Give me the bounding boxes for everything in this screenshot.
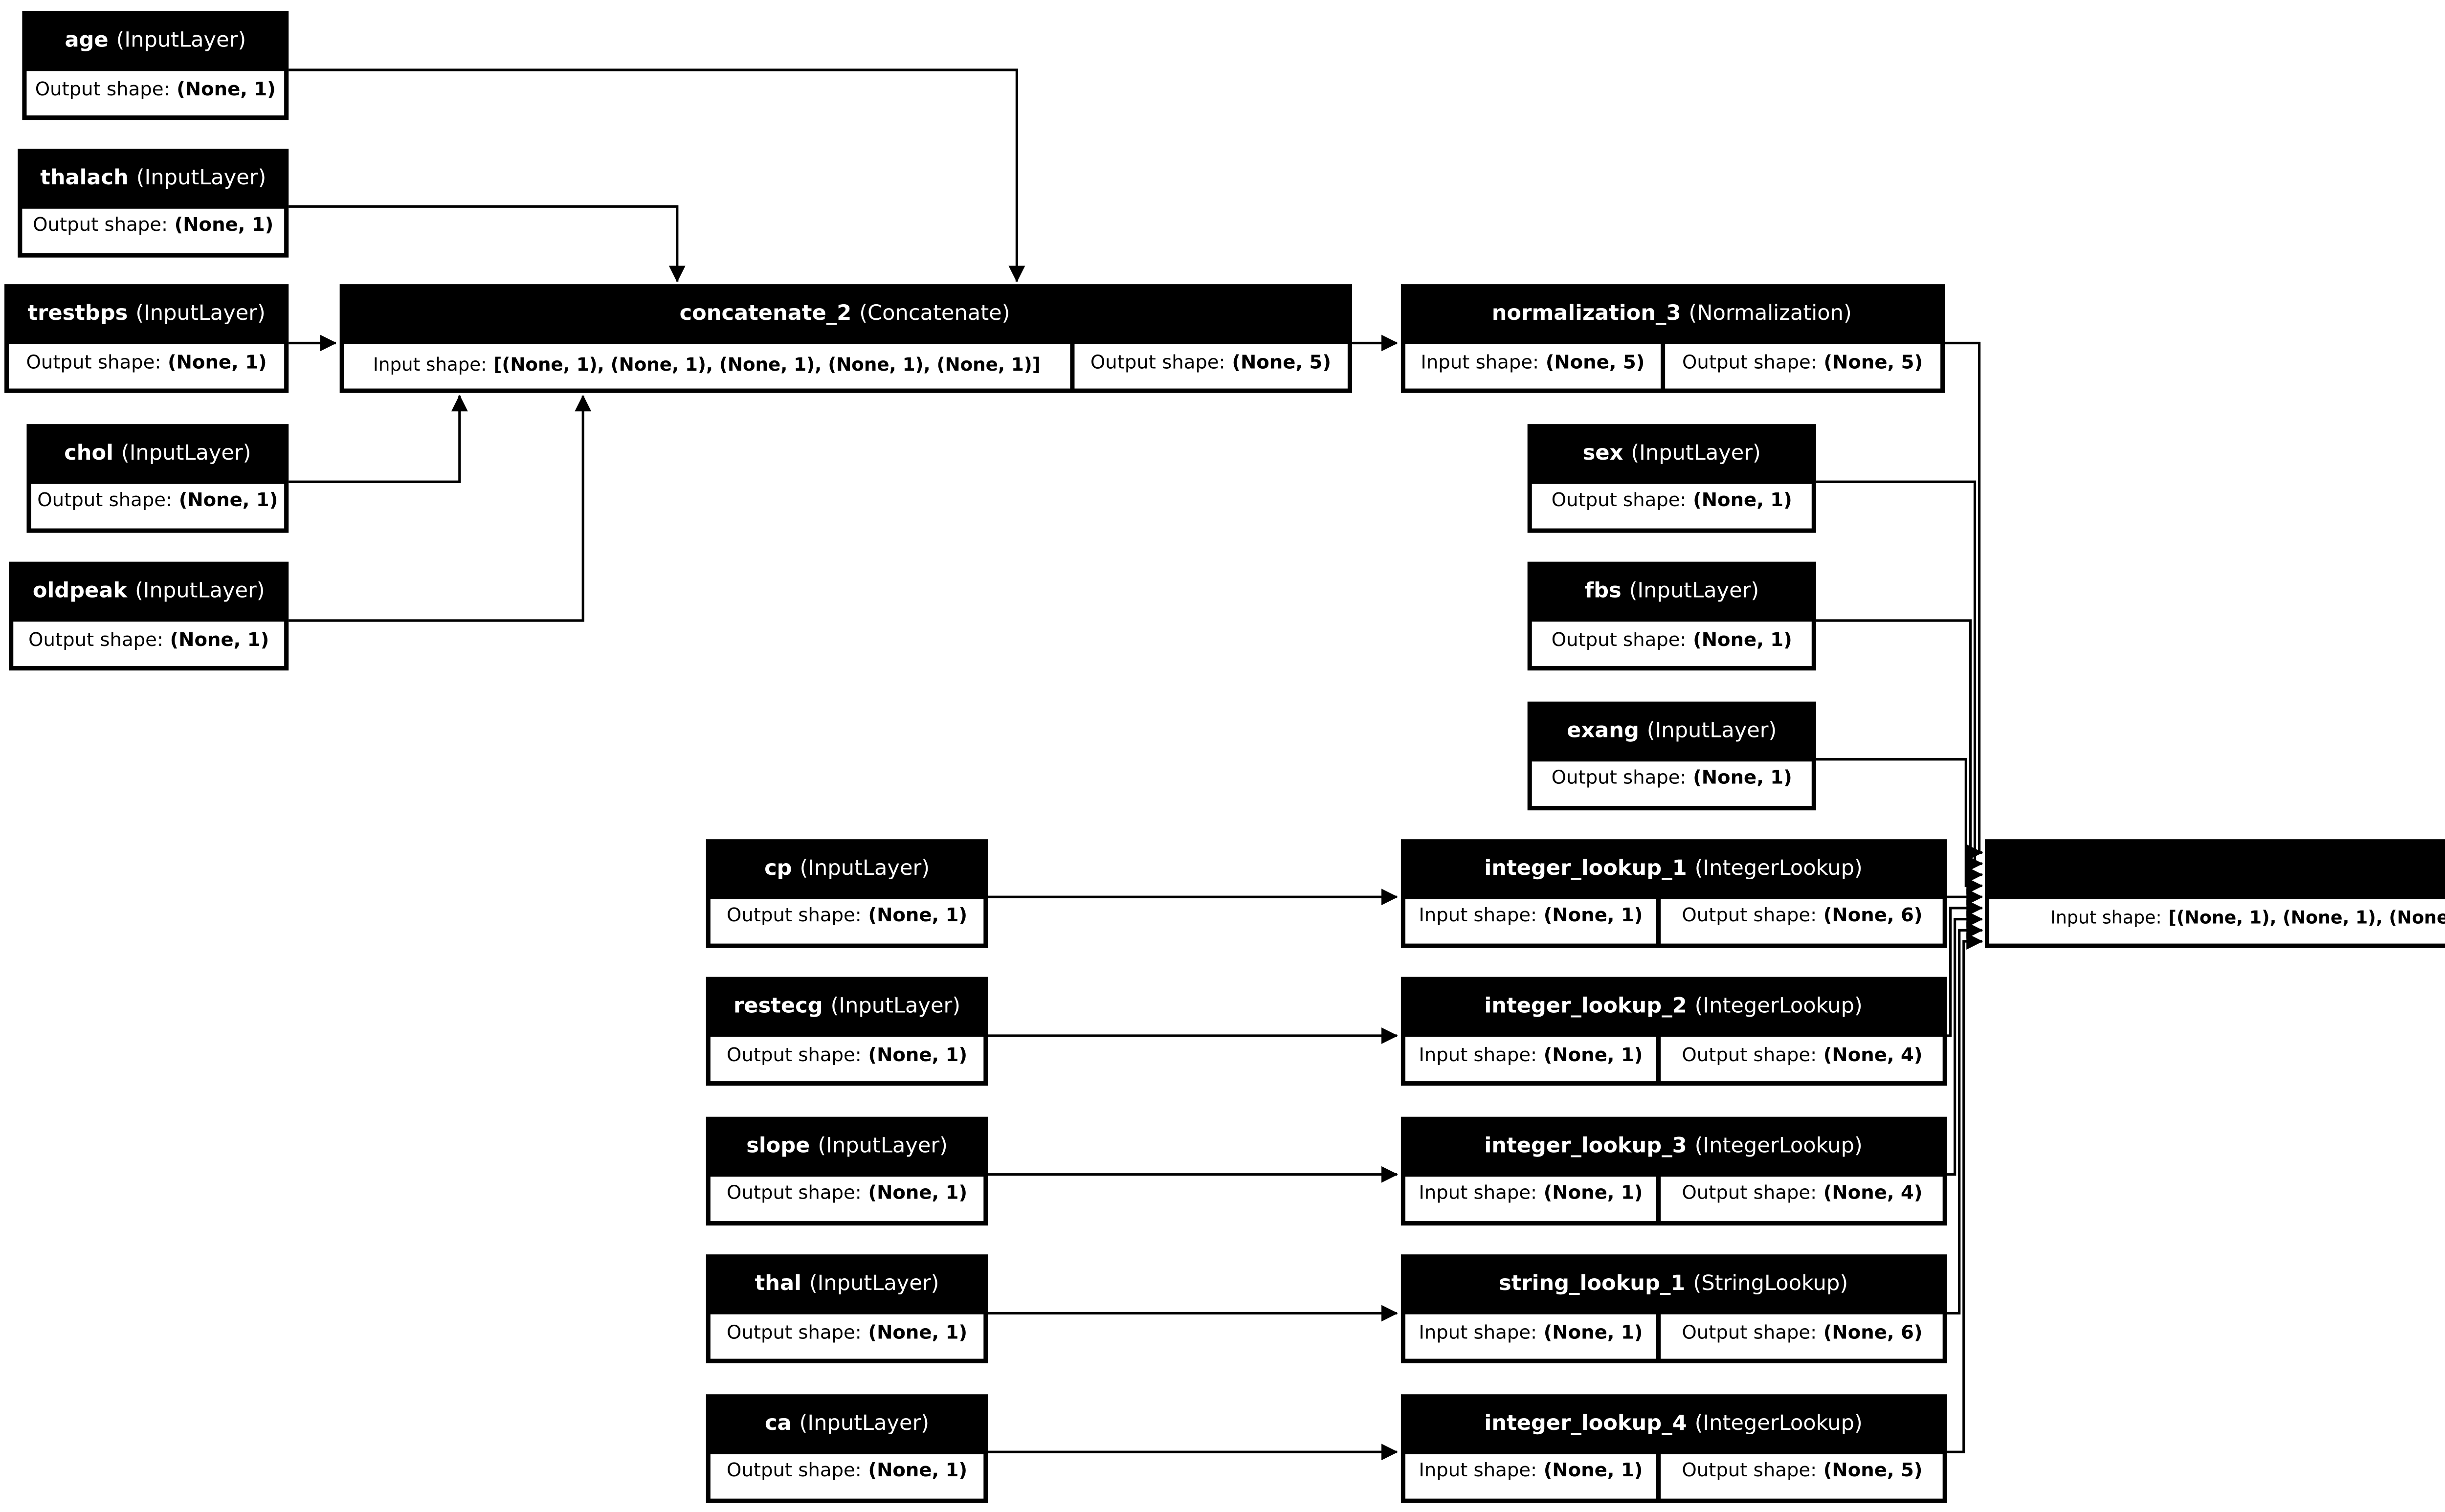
node-cp-output-shape-cell: Output shape:(None, 1) [710,898,984,943]
node-sex-output-shape-cell: Output shape:(None, 1) [1532,483,1812,528]
node-integer_lookup_3-title: integer_lookup_3(IntegerLookup) [1484,1133,1863,1158]
node-concatenate_2-output-shape-cell: Output shape:(None, 5) [1075,344,1347,389]
node-slope-title: slope(InputLayer) [746,1133,948,1158]
edge-thalach-to-concatenate_2 [289,205,686,283]
node-restecg-title: restecg(InputLayer) [734,995,961,1019]
node-concatenate_2-title: concatenate_2(Concatenate) [679,302,1010,327]
node-thal: thal(InputLayer) Output shape:(None, 1) [706,1254,988,1363]
node-thalach-output-shape-cell: Output shape:(None, 1) [22,207,285,252]
node-concatenate_3: concatenate_3(Concatenate) Input shape:[… [1984,838,2445,947]
node-integer_lookup_2-input-shape-cell: Input shape:(None, 1) [1404,1037,1658,1082]
node-chol-title: chol(InputLayer) [64,441,251,466]
node-fbs-output-shape-cell: Output shape:(None, 1) [1532,622,1812,667]
node-age-output-shape-cell: Output shape:(None, 1) [26,71,285,116]
node-exang: exang(InputLayer) Output shape:(None, 1) [1527,700,1816,809]
node-oldpeak-output-shape-cell: Output shape:(None, 1) [13,622,285,667]
node-thal-output-shape-cell: Output shape:(None, 1) [710,1314,984,1359]
edge-oldpeak-to-concatenate_2 [289,395,592,622]
node-string_lookup_1-output-shape-cell: Output shape:(None, 6) [1662,1314,1943,1359]
node-oldpeak: oldpeak(InputLayer) Output shape:(None, … [9,561,289,671]
edge-fbs-to-concatenate_3 [1816,619,1983,883]
node-fbs-title: fbs(InputLayer) [1584,579,1759,604]
node-exang-title: exang(InputLayer) [1567,718,1777,743]
node-normalization_3: normalization_3(Normalization) Input sha… [1400,284,1944,393]
node-cp: cp(InputLayer) Output shape:(None, 1) [706,838,988,947]
node-ca-output-shape-cell: Output shape:(None, 1) [710,1453,984,1498]
node-normalization_3-input-shape-cell: Input shape:(None, 5) [1404,344,1662,389]
node-integer_lookup_1-input-shape-cell: Input shape:(None, 1) [1404,898,1658,943]
node-sex-title: sex(InputLayer) [1582,441,1761,466]
node-concatenate_3-title: concatenate_3(Concatenate) [1985,838,2445,898]
node-concatenate_2: concatenate_2(Concatenate) Input shape:[… [338,284,1351,393]
node-integer_lookup_1: integer_lookup_1(IntegerLookup) Input sh… [1400,838,1947,947]
edge-sex-to-concatenate_3 [1816,480,1983,872]
edge-integer_lookup_3-to-concatenate_3 [1947,911,1983,1176]
node-thal-title: thal(InputLayer) [755,1272,939,1297]
edge-normalization_3-to-concatenate_3 [1943,341,1983,861]
node-trestbps-output-shape-cell: Output shape:(None, 1) [9,344,285,389]
node-integer_lookup_1-output-shape-cell: Output shape:(None, 6) [1662,898,1943,943]
node-ca-title: ca(InputLayer) [764,1411,930,1436]
node-concatenate_3-input-shape-cell: Input shape:[(None, 1), (None, 1), (None… [1989,898,2445,943]
node-integer_lookup_3-output-shape-cell: Output shape:(None, 4) [1662,1176,1943,1220]
node-fbs: fbs(InputLayer) Output shape:(None, 1) [1527,561,1816,671]
node-ca: ca(InputLayer) Output shape:(None, 1) [706,1393,988,1502]
node-integer_lookup_2-output-shape-cell: Output shape:(None, 4) [1662,1037,1943,1082]
node-concatenate_2-input-shape-cell: Input shape:[(None, 1), (None, 1), (None… [343,344,1071,389]
node-string_lookup_1: string_lookup_1(StringLookup) Input shap… [1400,1254,1947,1363]
node-exang-output-shape-cell: Output shape:(None, 1) [1532,760,1812,805]
node-string_lookup_1-title: string_lookup_1(StringLookup) [1499,1272,1848,1297]
edge-chol-to-concatenate_2 [289,395,468,483]
node-chol: chol(InputLayer) Output shape:(None, 1) [26,422,289,532]
node-integer_lookup_2: integer_lookup_2(IntegerLookup) Input sh… [1400,977,1947,1086]
node-integer_lookup_4-input-shape-cell: Input shape:(None, 1) [1404,1453,1658,1498]
node-integer_lookup_4-output-shape-cell: Output shape:(None, 5) [1662,1453,1943,1498]
node-trestbps-title: trestbps(InputLayer) [27,302,266,327]
node-integer_lookup_4-title: integer_lookup_4(IntegerLookup) [1484,1411,1863,1436]
edge-integer_lookup_4-to-concatenate_3 [1947,933,1983,1453]
node-trestbps: trestbps(InputLayer) Output shape:(None,… [4,284,289,393]
node-normalization_3-title: normalization_3(Normalization) [1491,302,1852,327]
node-thalach: thalach(InputLayer) Output shape:(None, … [18,147,289,257]
edge-exang-to-concatenate_3 [1816,758,1983,894]
node-restecg-output-shape-cell: Output shape:(None, 1) [710,1037,984,1082]
edge-age-to-concatenate_2 [289,68,1025,283]
node-slope: slope(InputLayer) Output shape:(None, 1) [706,1115,988,1224]
node-restecg: restecg(InputLayer) Output shape:(None, … [706,977,988,1086]
node-slope-output-shape-cell: Output shape:(None, 1) [710,1176,984,1220]
edge-string_lookup_1-to-concatenate_3 [1947,922,1983,1315]
node-normalization_3-output-shape-cell: Output shape:(None, 5) [1666,344,1939,389]
node-chol-output-shape-cell: Output shape:(None, 1) [31,483,285,528]
node-integer_lookup_3: integer_lookup_3(IntegerLookup) Input sh… [1400,1115,1947,1224]
node-age-title: age(InputLayer) [65,29,246,53]
node-cp-title: cp(InputLayer) [764,856,930,881]
node-string_lookup_1-input-shape-cell: Input shape:(None, 1) [1404,1314,1658,1359]
node-integer_lookup_1-title: integer_lookup_1(IntegerLookup) [1484,856,1863,881]
node-integer_lookup_4: integer_lookup_4(IntegerLookup) Input sh… [1400,1393,1947,1502]
node-integer_lookup_3-input-shape-cell: Input shape:(None, 1) [1404,1176,1658,1220]
node-thalach-title: thalach(InputLayer) [40,165,267,190]
node-age: age(InputLayer) Output shape:(None, 1) [22,11,289,120]
node-integer_lookup_2-title: integer_lookup_2(IntegerLookup) [1484,995,1863,1019]
node-oldpeak-title: oldpeak(InputLayer) [32,579,265,604]
edge-integer_lookup_2-to-concatenate_3 [1947,899,1983,1037]
node-sex: sex(InputLayer) Output shape:(None, 1) [1527,422,1816,532]
